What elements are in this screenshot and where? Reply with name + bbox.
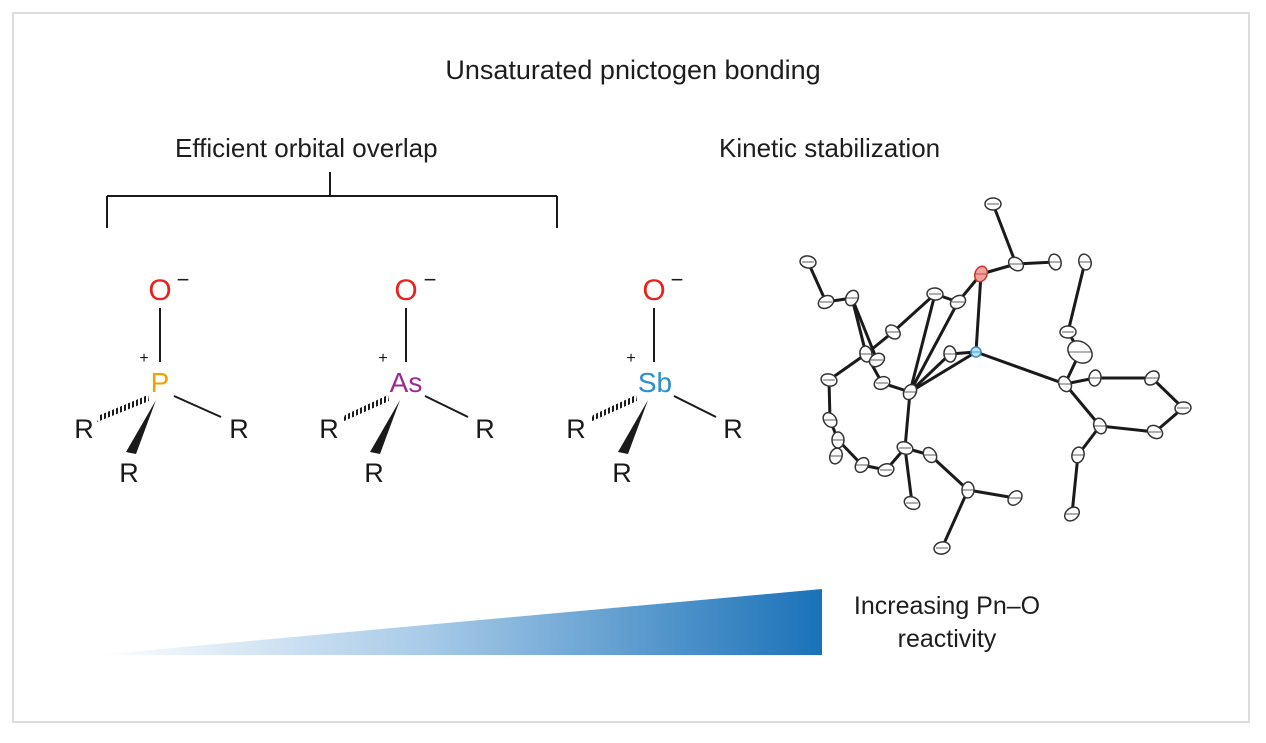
- oxygen-label: O: [394, 274, 417, 307]
- r-group-left: R: [566, 414, 586, 444]
- hashed-wedge-bond: [342, 395, 389, 422]
- crystal-bond: [828, 352, 867, 382]
- r-group-right: R: [475, 414, 495, 444]
- crystal-bond: [908, 301, 960, 393]
- r-group-bottom: R: [119, 458, 139, 488]
- right-bond: [673, 395, 717, 418]
- crystal-bond: [1070, 454, 1080, 515]
- negative-charge: −: [177, 267, 190, 292]
- oxygen-label: O: [642, 274, 665, 307]
- r-group-bottom: R: [612, 458, 632, 488]
- subtitle-kinetic-stabilization: Kinetic stabilization: [719, 133, 941, 163]
- solid-wedge-bond: [126, 400, 156, 454]
- r-group-left: R: [319, 414, 339, 444]
- molecule-arsine-oxide: O − + As R R R: [319, 267, 495, 488]
- figure-title: Unsaturated pnictogen bonding: [445, 55, 821, 85]
- reactivity-gradient-wedge: [95, 589, 822, 655]
- r-group-right: R: [723, 414, 743, 444]
- molecule-phosphine-oxide: O − + P R R R: [74, 267, 249, 488]
- crystal-bond: [903, 391, 912, 449]
- right-bond: [424, 395, 469, 418]
- crystal-bond: [991, 203, 1018, 265]
- hashed-wedge-bond: [590, 395, 637, 422]
- negative-charge: −: [424, 267, 437, 292]
- positive-charge: +: [139, 350, 148, 367]
- crystal-bond: [909, 350, 977, 394]
- crystal-bond: [975, 350, 1066, 386]
- solid-wedge-bond: [618, 400, 648, 454]
- subtitle-orbital-overlap: Efficient orbital overlap: [175, 133, 438, 163]
- crystal-bond: [1066, 261, 1087, 333]
- phosphorus-label: P: [151, 367, 170, 398]
- positive-charge: +: [378, 350, 387, 367]
- crystal-bond: [967, 488, 1016, 500]
- solid-wedge-bond: [370, 400, 400, 454]
- crystal-bond: [908, 293, 937, 393]
- crystal-bond: [1063, 383, 1102, 427]
- crystal-structure-image: [799, 197, 1192, 555]
- crystal-bond: [1099, 424, 1156, 434]
- arsenic-label: As: [390, 367, 423, 398]
- crystal-bond: [850, 297, 879, 361]
- crystal-bond: [806, 261, 828, 303]
- positive-charge: +: [626, 350, 635, 367]
- overlap-bracket: [106, 172, 558, 228]
- oxygen-label: O: [148, 274, 171, 307]
- negative-charge: −: [671, 267, 684, 292]
- antimony-label: Sb: [638, 367, 672, 398]
- r-group-left: R: [74, 414, 94, 444]
- r-group-right: R: [229, 414, 249, 444]
- molecule-stibine-oxide: O − + Sb R R R: [566, 267, 743, 488]
- hashed-wedge-bond: [97, 395, 149, 422]
- crystal-bond: [974, 273, 983, 353]
- crystal-bond: [903, 447, 914, 504]
- crystal-bond: [891, 292, 937, 334]
- figure-frame: [12, 12, 1250, 723]
- right-bond: [173, 395, 222, 418]
- r-group-bottom: R: [364, 458, 384, 488]
- reactivity-label: Increasing Pn–O reactivity: [853, 592, 1041, 653]
- crystal-bond: [940, 489, 970, 549]
- crystal-bond: [908, 352, 952, 394]
- crystal-bond: [928, 453, 970, 492]
